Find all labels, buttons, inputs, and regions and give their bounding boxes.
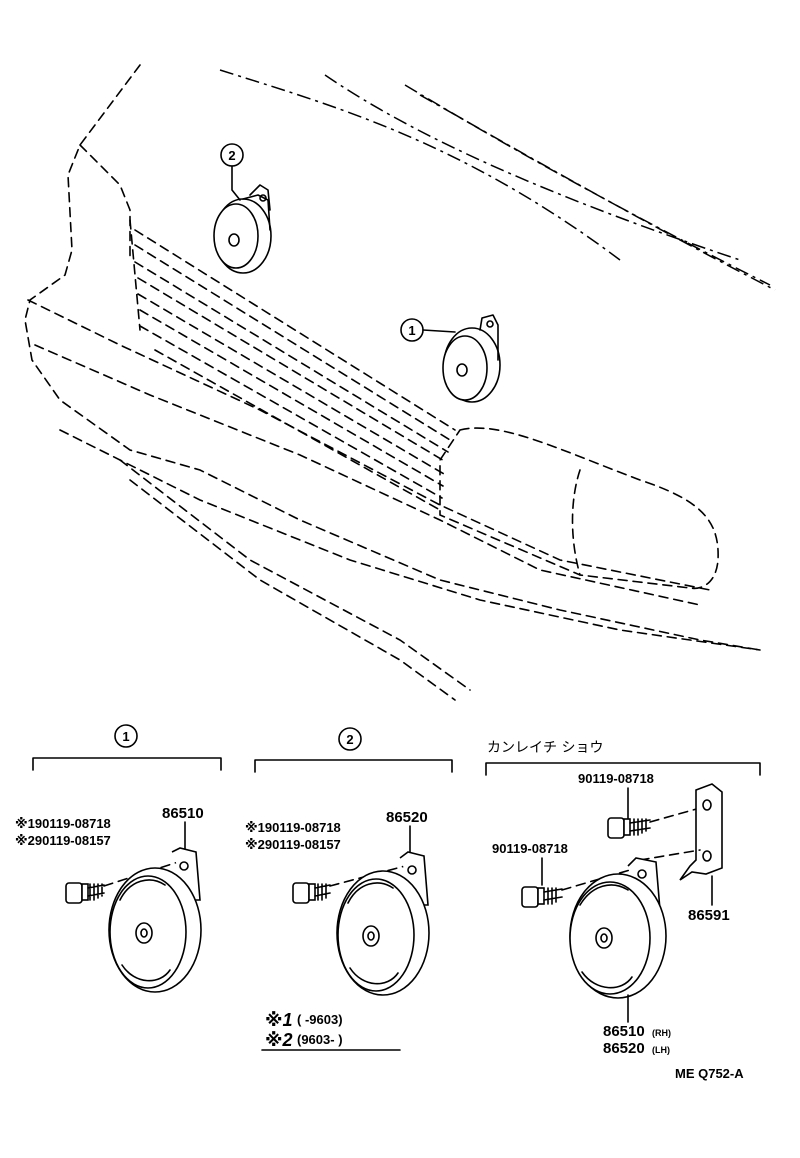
group-3-bolt-left <box>521 886 563 908</box>
group-1-note1: ※190119-08718 <box>15 816 111 831</box>
group-2-horn <box>336 851 430 996</box>
group-2: 2 ※190119-08718 ※290119-08157 86520 ※1 (… <box>245 727 453 1051</box>
group-3-bolt-top-label: 90119-08718 <box>578 771 654 786</box>
group-1: 1 ※190119-08718 ※290119-08157 86510 <box>15 724 222 993</box>
callout-1-marker: 1 <box>400 318 456 342</box>
group-3-header: カンレイチ ショウ <box>487 740 603 756</box>
group-3-bolt-left-label: 90119-08718 <box>492 841 568 856</box>
group-2-bolt <box>292 882 331 904</box>
group-2-note2: ※290119-08157 <box>245 837 341 852</box>
legend-range-1: ( -9603) <box>297 1012 343 1027</box>
group-3-bolt-top <box>607 817 651 839</box>
legend-mark-2: ※2 <box>265 1030 293 1050</box>
group-3-bracket-part <box>679 783 723 881</box>
group-3-bracket <box>485 762 761 776</box>
legend-mark-1: ※1 <box>265 1010 293 1030</box>
group-1-bracket <box>32 757 222 771</box>
group-3-horn <box>569 857 667 999</box>
horn-lower-position-1 <box>442 314 501 403</box>
group-1-note2: ※290119-08157 <box>15 833 111 848</box>
horn-upper-position-2 <box>213 184 272 274</box>
applicability-legend: ※1 ( -9603) ※2 (9603- ) <box>261 1010 401 1051</box>
group-1-bolt <box>65 882 105 904</box>
group-3-horn-lh-part: 86520 <box>603 1040 645 1057</box>
group-2-index: 2 <box>346 732 353 747</box>
callout-1-label: 1 <box>408 323 415 338</box>
grille-bars <box>134 229 456 511</box>
group-2-part-number: 86520 <box>386 809 428 826</box>
callout-2-label: 2 <box>228 148 235 163</box>
group-3-horn-rh-suffix: (RH) <box>652 1028 671 1038</box>
group-1-part-number: 86510 <box>162 805 204 822</box>
group-2-note1: ※190119-08718 <box>245 820 341 835</box>
vehicle-front-outline <box>24 64 776 701</box>
group-1-horn <box>108 847 202 993</box>
group-3-horn-lh-suffix: (LH) <box>652 1045 670 1055</box>
group-3-cold-climate: カンレイチ ショウ 90119-08718 86591 90119-08718 <box>485 740 761 1057</box>
group-3-bracket-part-number: 86591 <box>688 907 730 924</box>
group-3-horn-rh-part: 86510 <box>603 1023 645 1040</box>
group-1-index: 1 <box>122 729 129 744</box>
callout-2-marker: 2 <box>220 143 244 201</box>
figure-id: ME Q752-A <box>675 1066 744 1081</box>
group-2-bracket <box>254 759 453 773</box>
legend-range-2: (9603- ) <box>297 1032 343 1047</box>
